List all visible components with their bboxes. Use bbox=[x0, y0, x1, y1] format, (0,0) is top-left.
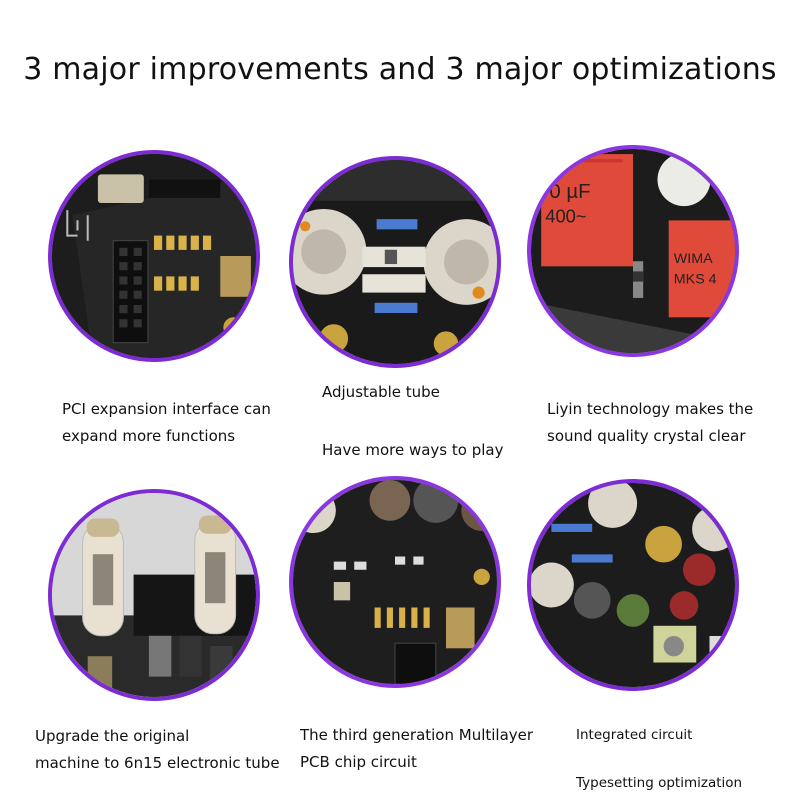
caption-liyin-line2: sound quality crystal clear bbox=[547, 427, 746, 445]
caption-pcb: The third generation Multilayer PCB chip… bbox=[300, 722, 533, 776]
page-title: 3 major improvements and 3 major optimiz… bbox=[23, 52, 777, 87]
caption-6n15-line2: machine to 6n15 electronic tube bbox=[35, 754, 280, 772]
tube-socket-photo bbox=[289, 156, 501, 368]
caption-tube-line1: Adjustable tube bbox=[322, 383, 440, 401]
wima-model-text: MKS 4 bbox=[674, 272, 717, 288]
caption-liyin: Liyin technology makes the sound quality… bbox=[547, 396, 753, 450]
caption-tube-2: Have more ways to play bbox=[322, 437, 503, 464]
integrated-circuit-photo bbox=[527, 479, 739, 691]
wima-voltage-text: 400~ bbox=[545, 205, 586, 226]
wima-value-text: 0 µF bbox=[549, 181, 590, 203]
wima-brand-text: WIMA bbox=[674, 251, 713, 267]
caption-ic-line2: Typesetting optimization bbox=[576, 775, 743, 791]
caption-6n15: Upgrade the original machine to 6n15 ele… bbox=[35, 723, 280, 777]
caption-tube-line2: Have more ways to play bbox=[322, 441, 504, 459]
caption-pci: PCI expansion interface can expand more … bbox=[62, 396, 271, 450]
caption-ic-2: Typesetting optimization bbox=[576, 770, 742, 797]
caption-ic-line1: Integrated circuit bbox=[576, 727, 693, 743]
caption-ic: Integrated circuit bbox=[576, 722, 692, 749]
caption-pci-line2: expand more functions bbox=[62, 427, 236, 445]
pci-board-photo bbox=[48, 150, 260, 362]
caption-tube: Adjustable tube bbox=[322, 379, 440, 406]
wima-capacitor-photo: 0 µF 400~ WIMA MKS 4 bbox=[527, 145, 739, 357]
caption-6n15-line1: Upgrade the original bbox=[35, 727, 190, 745]
caption-pcb-line1: The third generation Multilayer bbox=[300, 726, 534, 744]
caption-pci-line1: PCI expansion interface can bbox=[62, 400, 271, 418]
multilayer-pcb-photo bbox=[289, 476, 501, 688]
caption-pcb-line2: PCB chip circuit bbox=[300, 753, 417, 771]
caption-liyin-line1: Liyin technology makes the bbox=[547, 400, 754, 418]
6n15-tube-photo bbox=[48, 489, 260, 701]
